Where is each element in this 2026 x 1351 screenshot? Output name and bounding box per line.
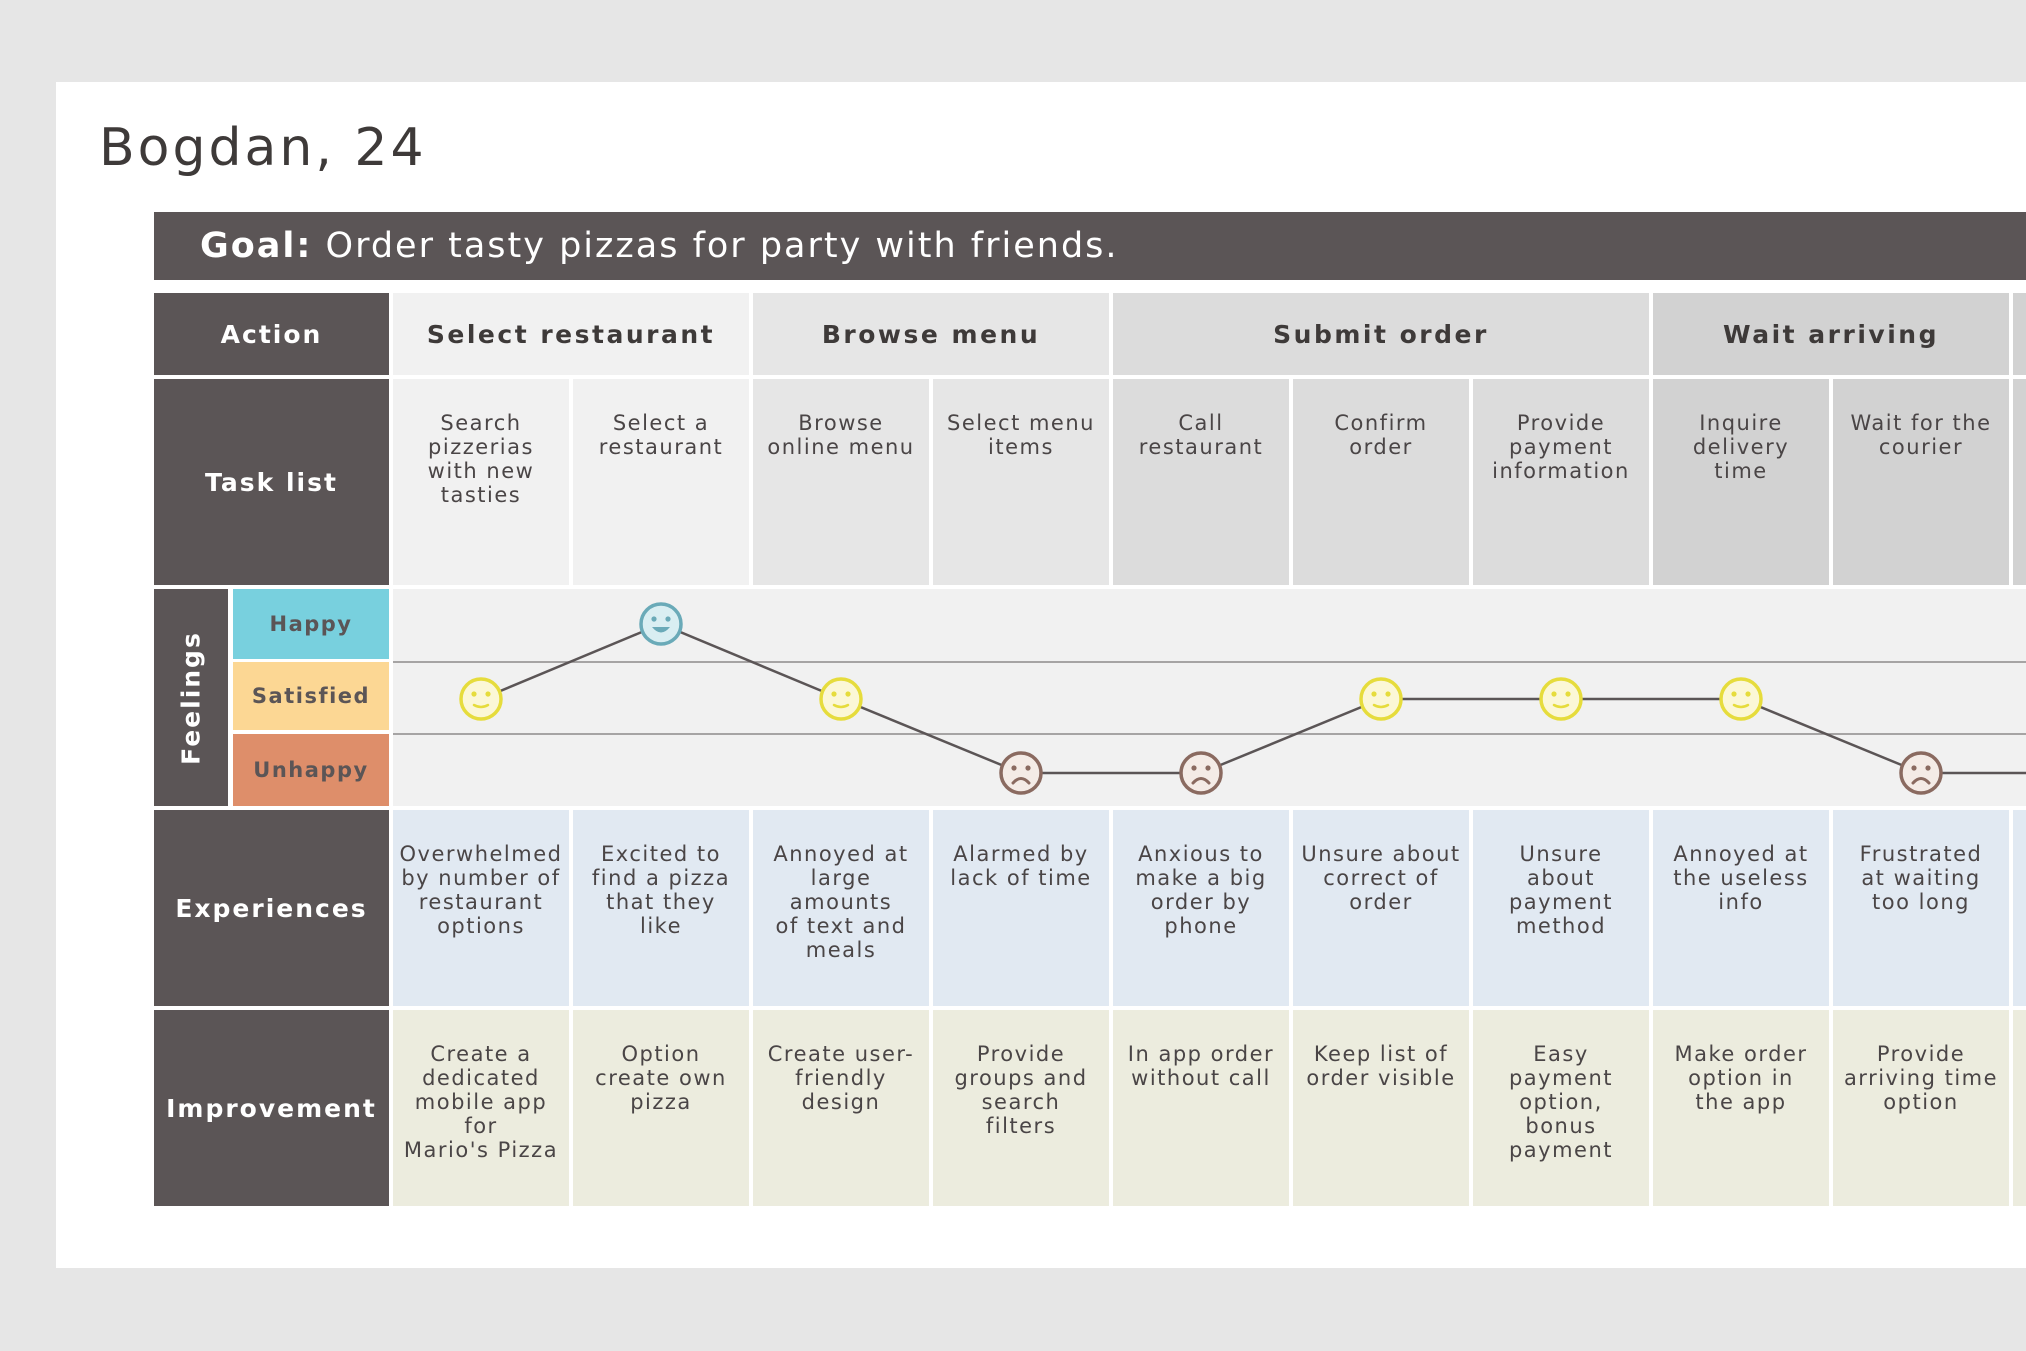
task-cell-0: Search pizzerias with new tasties xyxy=(393,379,569,585)
row-label-action: Action xyxy=(154,293,389,375)
experience-cell-2: Annoyed at large amounts of text and mea… xyxy=(753,810,929,1006)
stage-0: Select restaurant xyxy=(393,293,749,375)
level-unhappy: Unhappy xyxy=(233,734,389,806)
improvement-cell-4: In app order without call xyxy=(1113,1010,1289,1206)
experience-cell-7: Annoyed at the useless info xyxy=(1653,810,1829,1006)
goal-text: Order tasty pizzas for party with friend… xyxy=(312,226,1119,266)
task-cell-5: Confirm order xyxy=(1293,379,1469,585)
stage-1: Browse menu xyxy=(753,293,1109,375)
face-happy-icon xyxy=(639,602,683,646)
improvement-cell-8: Provide arriving time option xyxy=(1833,1010,2009,1206)
experience-cell-3: Alarmed by lack of time xyxy=(933,810,1109,1006)
stage-partial xyxy=(2013,293,2026,375)
task-cell-8: Wait for the courier xyxy=(1833,379,2009,585)
improvement-cell-5: Keep list of order visible xyxy=(1293,1010,1469,1206)
level-satisfied: Satisfied xyxy=(233,662,389,730)
stage-2: Submit order xyxy=(1113,293,1649,375)
experience-cell-4: Anxious to make a big order by phone xyxy=(1113,810,1289,1006)
row-label-feelings: Feelings xyxy=(154,589,228,806)
feelings-line xyxy=(480,622,2026,775)
improvement-cell-2: Create user- friendly design xyxy=(753,1010,929,1206)
experience-cell-5: Unsure about correct of order xyxy=(1293,810,1469,1006)
improvement-cell-6: Easy payment option, bonus payment xyxy=(1473,1010,1649,1206)
row-label-task-list: Task list xyxy=(154,379,389,585)
goal-label: Goal: xyxy=(200,226,313,266)
task-cell-3: Select menu items xyxy=(933,379,1109,585)
face-satisfied-icon xyxy=(1719,677,1763,721)
task-cell-7: Inquire delivery time xyxy=(1653,379,1829,585)
experience-cell-1: Excited to find a pizza that they like xyxy=(573,810,749,1006)
stage-3: Wait arriving xyxy=(1653,293,2009,375)
face-unhappy-icon xyxy=(999,751,1043,795)
face-unhappy-icon xyxy=(1179,751,1223,795)
face-satisfied-icon xyxy=(459,677,503,721)
goal-bar: Goal: Order tasty pizzas for party with … xyxy=(154,212,2026,280)
row-label-experiences: Experiences xyxy=(154,810,389,1006)
experience-cell-6: Unsure about payment method xyxy=(1473,810,1649,1006)
experience-cell-0: Overwhelmed by number of restaurant opti… xyxy=(393,810,569,1006)
row-label-improvement: Improvement xyxy=(154,1010,389,1206)
partial-cell-0 xyxy=(2013,379,2026,585)
improvement-cell-7: Make order option in the app xyxy=(1653,1010,1829,1206)
experience-cell-8: Frustrated at waiting too long xyxy=(1833,810,2009,1006)
task-cell-2: Browse online menu xyxy=(753,379,929,585)
task-cell-4: Call restaurant xyxy=(1113,379,1289,585)
improvement-cell-3: Provide groups and search filters xyxy=(933,1010,1109,1206)
partial-cell-2 xyxy=(2013,1010,2026,1206)
persona-title: Bogdan, 24 xyxy=(99,118,427,178)
face-satisfied-icon xyxy=(1539,677,1583,721)
task-cell-1: Select a restaurant xyxy=(573,379,749,585)
task-cell-6: Provide payment information xyxy=(1473,379,1649,585)
face-satisfied-icon xyxy=(819,677,863,721)
improvement-cell-1: Option create own pizza xyxy=(573,1010,749,1206)
face-satisfied-icon xyxy=(1359,677,1403,721)
partial-cell-1 xyxy=(2013,810,2026,1006)
improvement-cell-0: Create a dedicated mobile app for Mario'… xyxy=(393,1010,569,1206)
level-happy: Happy xyxy=(233,589,389,659)
face-unhappy-icon xyxy=(1899,751,1943,795)
